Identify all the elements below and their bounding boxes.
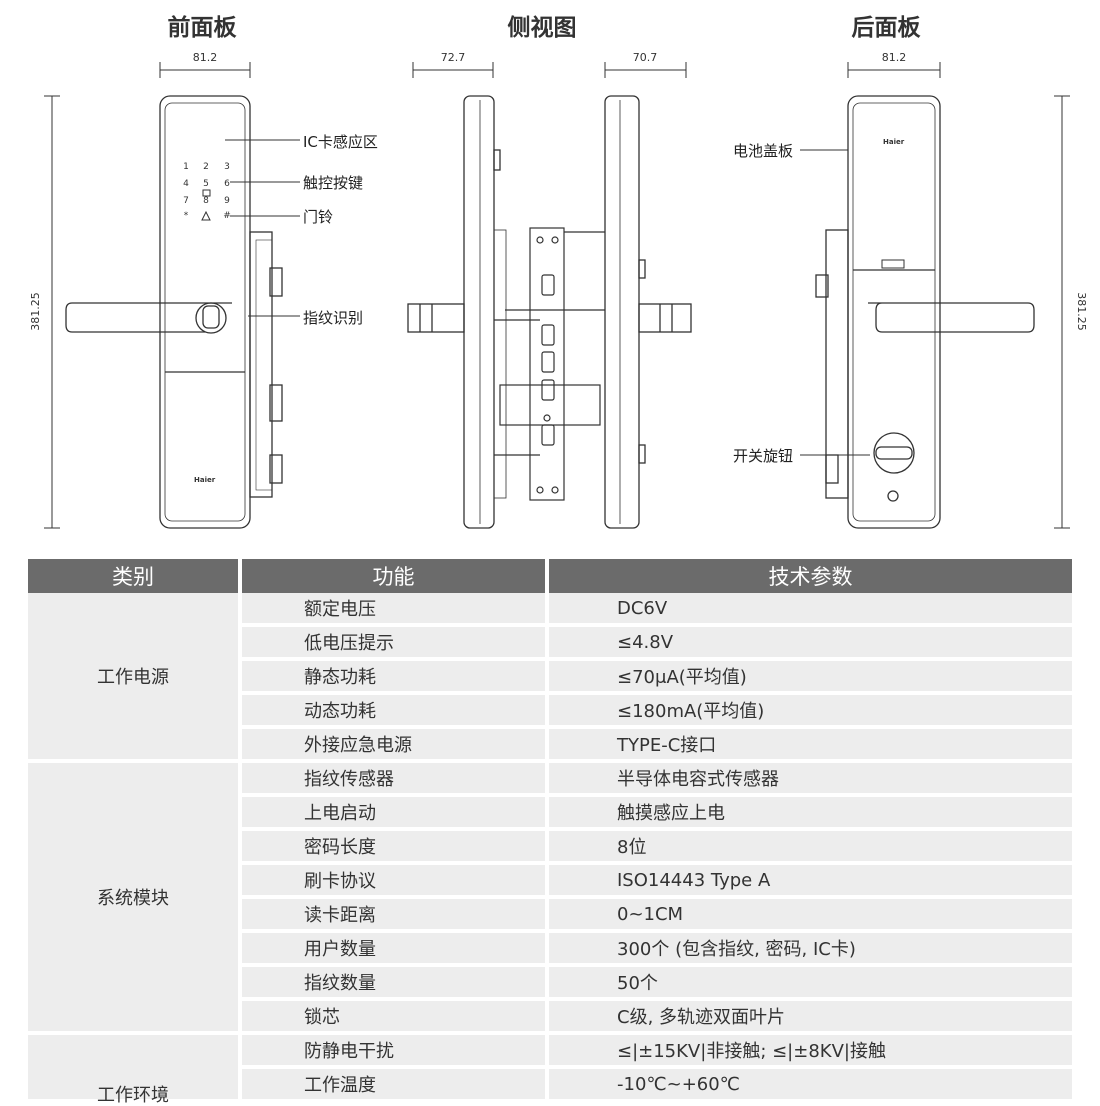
front-panel-title: 前面板 (167, 15, 237, 41)
table-row: 外接应急电源 TYPE-C接口 (28, 729, 1072, 763)
function-cell: 静态功耗 (242, 661, 549, 695)
value-cell: ISO14443 Type A (549, 865, 1072, 899)
function-cell: 锁芯 (242, 1001, 549, 1035)
dim-side-right (604, 62, 687, 78)
back-panel (815, 95, 1035, 529)
brand-logo-back: Haier (883, 138, 905, 146)
function-cell: 防静电干扰 (242, 1035, 549, 1069)
category-cell: 系统模块 (28, 763, 242, 1035)
dim-side-left-label: 72.7 (440, 51, 466, 64)
value-cell: ≤|±15KV|非接触; ≤|±8KV|接触 (549, 1035, 1072, 1069)
side-view-right (604, 95, 692, 529)
value-cell: C级, 多轨迹双面叶片 (549, 1001, 1072, 1035)
keypad-key-hash: # (223, 211, 231, 221)
dim-back-width (847, 62, 941, 78)
table-row: 用户数量 300个 (包含指纹, 密码, IC卡) (28, 933, 1072, 967)
function-cell: 用户数量 (242, 933, 549, 967)
callout-battery-cover: 电池盖板 (733, 142, 794, 160)
function-cell: 低电压提示 (242, 627, 549, 661)
table-row: 上电启动 触摸感应上电 (28, 797, 1072, 831)
category-cell: 工作环境 (28, 1035, 242, 1106)
dim-height-left (44, 95, 60, 529)
dim-height-left-label: 381.25 (28, 292, 42, 331)
function-cell: 工作温度 (242, 1069, 549, 1103)
keypad-key-2: 2 (203, 162, 209, 172)
callout-ic-area: IC卡感应区 (303, 133, 378, 151)
table-row: 工作温度 -10℃~+60℃ (28, 1069, 1072, 1103)
value-cell: 8位 (549, 831, 1072, 865)
table-row: 读卡距离 0~1CM (28, 899, 1072, 933)
value-cell: -10℃~+60℃ (549, 1069, 1072, 1103)
table-row: 锁芯 C级, 多轨迹双面叶片 (28, 1001, 1072, 1035)
side-view-left (407, 95, 540, 529)
value-cell: 触摸感应上电 (549, 797, 1072, 831)
table-row: 系统模块 指纹传感器 半导体电容式传感器 (28, 763, 1072, 1035)
table-row: 低电压提示 ≤4.8V (28, 627, 1072, 661)
table-row: 指纹数量 50个 (28, 967, 1072, 1001)
function-cell: 上电启动 (242, 797, 549, 831)
header-spec: 技术参数 (549, 559, 1072, 593)
header-category: 类别 (28, 559, 242, 593)
table-row: 刷卡协议 ISO14443 Type A (28, 865, 1072, 899)
function-cell: 密码长度 (242, 831, 549, 865)
callout-fingerprint: 指纹识别 (303, 309, 364, 327)
value-cell: ≤4.8V (549, 627, 1072, 661)
value-cell: ≤180mA(平均值) (549, 695, 1072, 729)
value-cell: 半导体电容式传感器 (549, 763, 1072, 797)
function-cell: 额定电压 (242, 593, 549, 627)
dim-side-left (412, 62, 494, 78)
value-cell: 50个 (549, 967, 1072, 1001)
keypad-icons (201, 189, 211, 221)
value-cell: DC6V (549, 593, 1072, 627)
category-cell: 工作电源 (28, 593, 242, 763)
function-cell: 动态功耗 (242, 695, 549, 729)
callout-doorbell: 门铃 (303, 208, 334, 226)
table-row: 密码长度 8位 (28, 831, 1072, 865)
keypad-key-9: 9 (224, 196, 230, 206)
technical-drawing (44, 62, 1070, 529)
keypad-key-5: 5 (203, 179, 209, 189)
function-cell: 读卡距离 (242, 899, 549, 933)
keypad-key-4: 4 (183, 179, 189, 189)
dim-front-width-label: 81.2 (192, 51, 218, 64)
value-cell: 0~1CM (549, 899, 1072, 933)
keypad-key-7: 7 (183, 196, 189, 206)
keypad-key-6: 6 (224, 179, 230, 189)
spec-table-header: 类别 功能 技术参数 (28, 559, 1072, 593)
function-cell: 刷卡协议 (242, 865, 549, 899)
side-view-title: 侧视图 (507, 15, 577, 41)
spec-table: 类别 功能 技术参数 工作电源 额定电压 DC6V 低电压提示 ≤4.8V 静态… (28, 559, 1072, 1106)
value-cell: ≤70μA(平均值) (549, 661, 1072, 695)
keypad-key-star: * (183, 211, 189, 221)
callout-touch-keys: 触控按键 (303, 174, 364, 192)
keypad-key-8: 8 (203, 196, 209, 206)
table-row: 工作电源 额定电压 DC6V (28, 593, 1072, 763)
table-row: 静态功耗 ≤70μA(平均值) (28, 661, 1072, 695)
dim-height-right-label: 381.25 (1074, 292, 1088, 331)
header-function: 功能 (242, 559, 549, 593)
front-panel (65, 95, 283, 529)
function-cell: 指纹数量 (242, 967, 549, 1001)
lock-diagram: 前面板 侧视图 后面板 81.2 72.7 70.7 81.2 381.25 3… (28, 15, 1088, 529)
keypad-key-3: 3 (224, 162, 230, 172)
function-cell: 外接应急电源 (242, 729, 549, 763)
dim-height-right (1054, 95, 1070, 529)
brand-logo-front: Haier (194, 476, 216, 484)
function-cell: 指纹传感器 (242, 763, 549, 797)
value-cell: 300个 (包含指纹, 密码, IC卡) (549, 933, 1072, 967)
table-row: 动态功耗 ≤180mA(平均值) (28, 695, 1072, 729)
category-label: 工作环境 (97, 1085, 169, 1106)
dim-back-width-label: 81.2 (881, 51, 907, 64)
value-cell: TYPE-C接口 (549, 729, 1072, 763)
back-panel-title: 后面板 (851, 15, 921, 41)
dim-side-right-label: 70.7 (632, 51, 658, 64)
keypad-key-1: 1 (183, 162, 189, 172)
dim-front-width (159, 62, 251, 78)
mortise-body (499, 227, 605, 501)
table-row: 工作环境 防静电干扰 ≤|±15KV|非接触; ≤|±8KV|接触 (28, 1035, 1072, 1106)
callout-switch-knob: 开关旋钮 (733, 447, 794, 465)
